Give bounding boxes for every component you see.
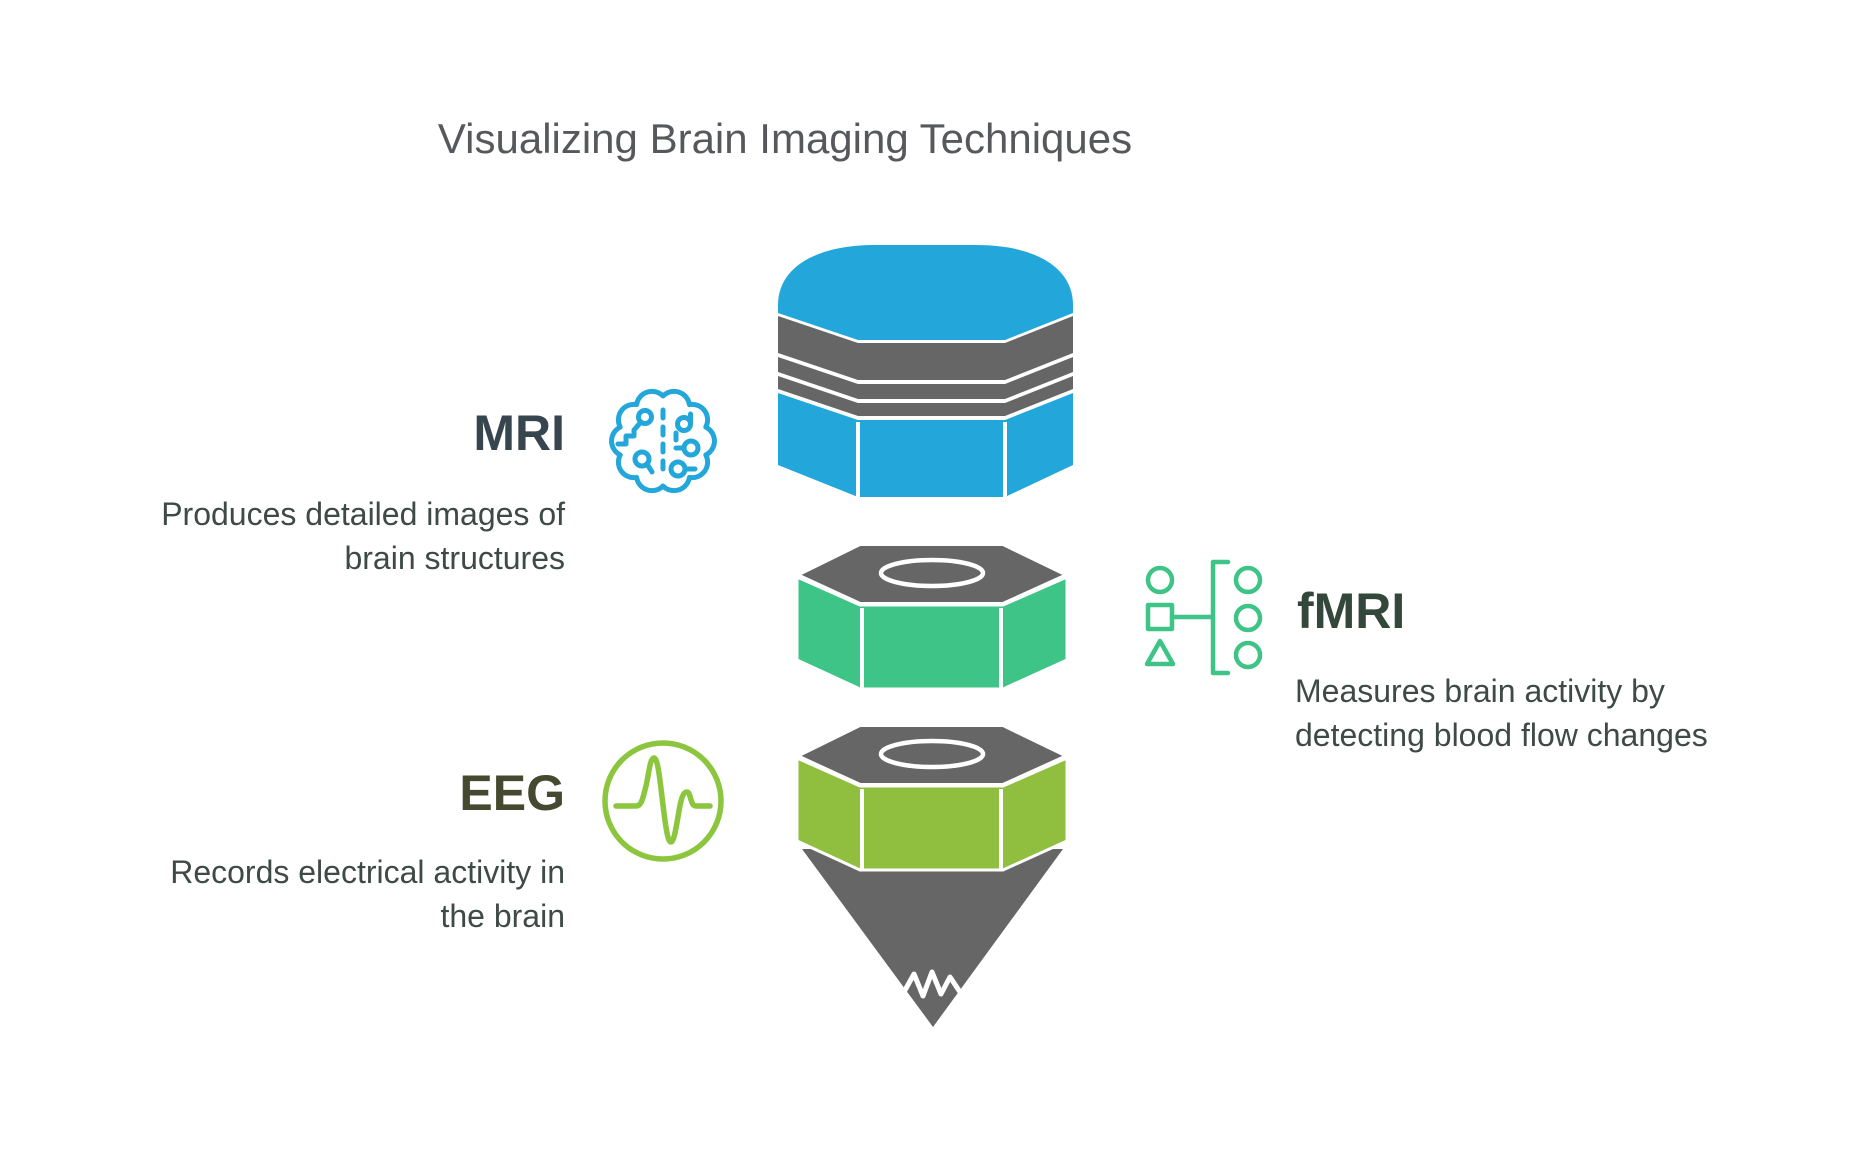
- pencil-tip-segment: [802, 849, 1063, 1027]
- pencil-eeg-segment: [792, 723, 1072, 872]
- eeg-nut-top: [792, 723, 1072, 787]
- page-title: Visualizing Brain Imaging Techniques: [437, 115, 1133, 162]
- fmri-description: Measures brain activity by detecting blo…: [1295, 669, 1708, 757]
- waveform-icon: [602, 740, 724, 862]
- ferrule-band-1: [778, 316, 1073, 380]
- mri-description-line: Produces detailed images of: [161, 496, 565, 532]
- flowchart-icon: [1144, 559, 1263, 676]
- fmri-label: fMRI: [1297, 583, 1406, 639]
- ferrule-band-3: [778, 376, 1073, 416]
- pencil-fmri-segment: [792, 542, 1072, 691]
- mri-label: MRI: [473, 405, 565, 461]
- ferrule-band-2: [778, 357, 1073, 399]
- pencil-tip-cone: [802, 849, 1063, 1027]
- eraser-body: [778, 393, 1073, 497]
- eeg-description-line: the brain: [440, 898, 565, 934]
- pencil-tip-crack: [887, 969, 976, 1014]
- eraser-dome: [778, 245, 1073, 340]
- eeg-nut-hole: [878, 738, 986, 770]
- fmri-nut-top: [792, 542, 1072, 606]
- fmri-description-line: detecting blood flow changes: [1295, 717, 1708, 753]
- eeg-label: EEG: [459, 765, 565, 821]
- mri-description: Produces detailed images of brain struct…: [161, 492, 565, 580]
- pencil-diagram: [778, 245, 1073, 1027]
- fmri-nut-hole: [878, 557, 986, 589]
- eeg-description-line: Records electrical activity in: [170, 854, 565, 890]
- pencil-mri-segment: [778, 245, 1073, 497]
- brain-circuit-icon: [609, 388, 717, 494]
- fmri-description-line: Measures brain activity by: [1295, 673, 1665, 709]
- mri-description-line: brain structures: [344, 540, 565, 576]
- brain-outline: [609, 388, 717, 494]
- eeg-description: Records electrical activity in the brain: [170, 850, 565, 938]
